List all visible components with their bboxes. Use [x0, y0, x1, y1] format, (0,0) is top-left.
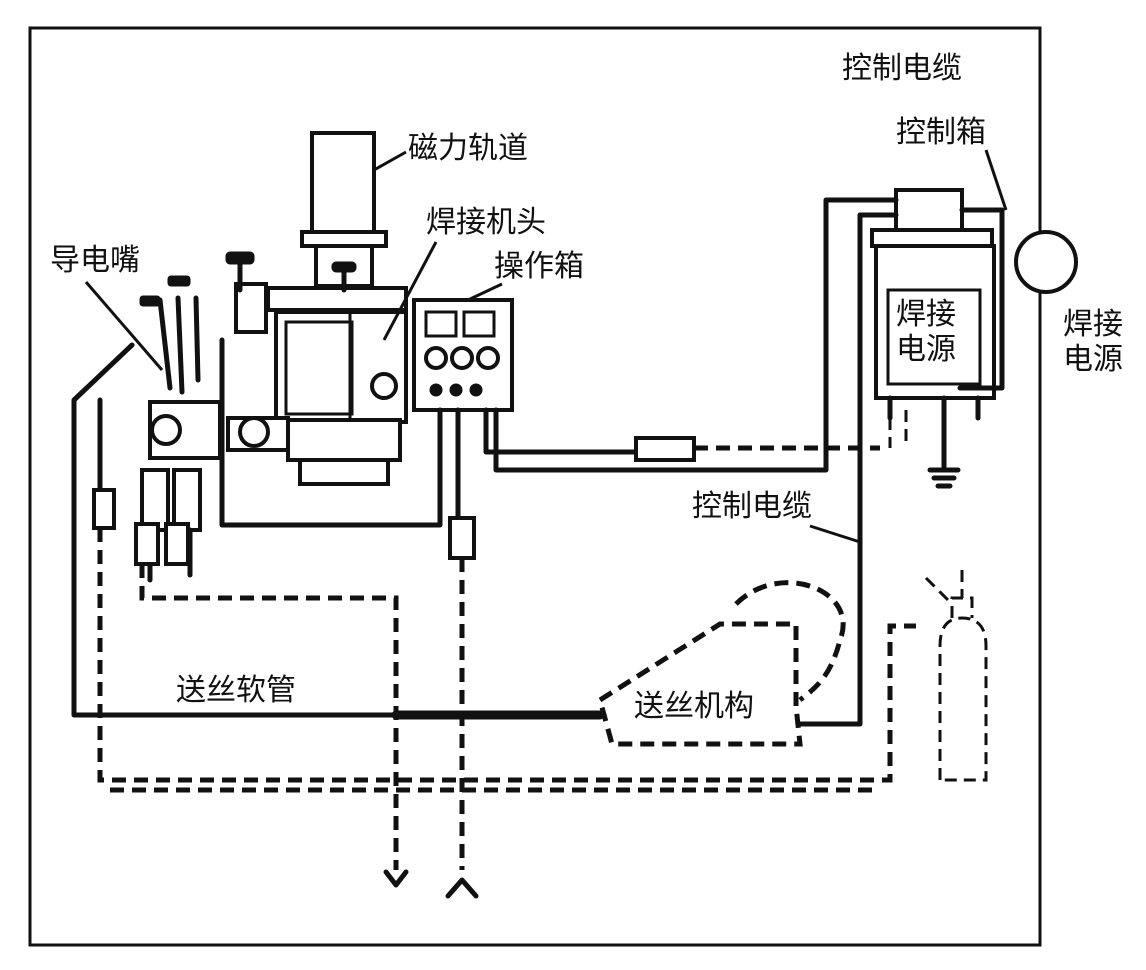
wire-hose-label: 送丝软管 — [176, 673, 296, 708]
torch-assembly — [134, 275, 222, 583]
wire-hose-cable — [71, 342, 603, 718]
water-line-2 — [139, 564, 399, 870]
welding-head-body — [225, 251, 408, 486]
power-link-cable — [957, 207, 1005, 391]
control-cable-lower — [797, 212, 899, 727]
head-loop-cable — [219, 337, 443, 528]
magnetic-track-label: 磁力轨道 — [408, 131, 528, 166]
water-end-1 — [383, 869, 409, 888]
welding-head-label: 焊接机头 — [426, 205, 546, 240]
gas-cylinder — [924, 570, 988, 782]
wire-feeder-box — [597, 621, 803, 747]
control-cable-label-top: 控制电缆 — [842, 51, 962, 86]
contact-tip-label: 导电嘴 — [50, 243, 140, 278]
operation-box-label: 操作箱 — [494, 249, 584, 284]
power-source-label-outer: 焊接电源 — [1063, 307, 1123, 377]
control-box-label: 控制箱 — [896, 115, 986, 150]
control-cable-label-mid: 控制电缆 — [692, 489, 812, 524]
operation-cable — [483, 407, 643, 455]
power-dashed-legs — [888, 410, 908, 448]
power-source-label-inner: 焊接电源 — [896, 297, 956, 367]
frame-border — [28, 26, 1042, 947]
wire-feeder-label: 送丝机构 — [634, 689, 754, 724]
water-line-1 — [97, 528, 916, 783]
operation-box — [412, 298, 514, 412]
power-source-circle — [1014, 230, 1078, 294]
water-end-2 — [445, 877, 479, 899]
wire-spool — [734, 580, 846, 702]
control-cable-upper — [493, 197, 899, 473]
control-box — [870, 188, 996, 489]
